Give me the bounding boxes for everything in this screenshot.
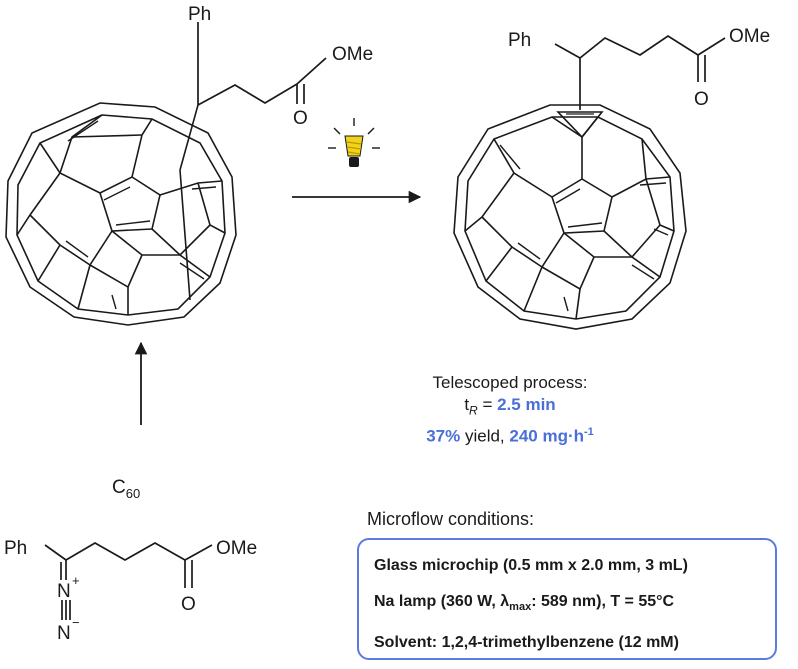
methoxy-label-reactant: OMe	[216, 538, 257, 559]
phenyl-label-intermediate: Ph	[188, 4, 211, 25]
c60-label: C60	[112, 477, 140, 501]
condition-solvent: Solvent: 1,2,4-trimethylbenzene (12 mM)	[374, 634, 679, 652]
microflow-conditions-box: Glass microchip (0.5 mm x 2.0 mm, 3 mL) …	[357, 538, 777, 660]
residence-time-value: 2.5 min	[497, 395, 556, 414]
oxygen-label-reactant: O	[181, 594, 196, 615]
telescoped-process-summary: Telescoped process: tR = 2.5 min 37% yie…	[380, 372, 640, 448]
oxygen-label-product: O	[694, 89, 709, 110]
fullerene-cage-product	[453, 104, 687, 330]
phenyl-label-reactant: Ph	[4, 538, 27, 559]
ester-side-chain-product	[554, 34, 726, 110]
oxygen-label-intermediate: O	[293, 108, 308, 129]
diazo-nitrogen-1: N	[57, 581, 71, 602]
telescoped-title: Telescoped process:	[432, 373, 588, 392]
yield-line: 37% yield, 240 mg·h-1	[426, 426, 594, 447]
condition-lamp: Na lamp (360 W, λmax: 589 nm), T = 55°C	[374, 593, 675, 614]
microflow-conditions-title: Microflow conditions:	[367, 509, 535, 529]
diazo-reactant	[44, 542, 213, 620]
yield-value: 37%	[426, 427, 461, 447]
methoxy-label-intermediate: OMe	[332, 44, 373, 65]
condition-microchip: Glass microchip (0.5 mm x 2.0 mm, 3 mL)	[374, 557, 688, 574]
light-bulb-icon	[328, 118, 380, 167]
diazo-plus-charge: +	[72, 573, 80, 588]
residence-time-line: tR = 2.5 min	[464, 395, 556, 418]
diazo-nitrogen-2: N	[57, 623, 71, 644]
fulleroid-cage	[5, 102, 237, 326]
productivity-value: 240 mg·h	[509, 427, 585, 447]
phenyl-label-product: Ph	[508, 30, 531, 51]
ester-side-chain-intermediate	[197, 22, 327, 106]
methoxy-label-product: OMe	[729, 26, 770, 47]
diazo-minus-charge: −	[72, 615, 80, 630]
